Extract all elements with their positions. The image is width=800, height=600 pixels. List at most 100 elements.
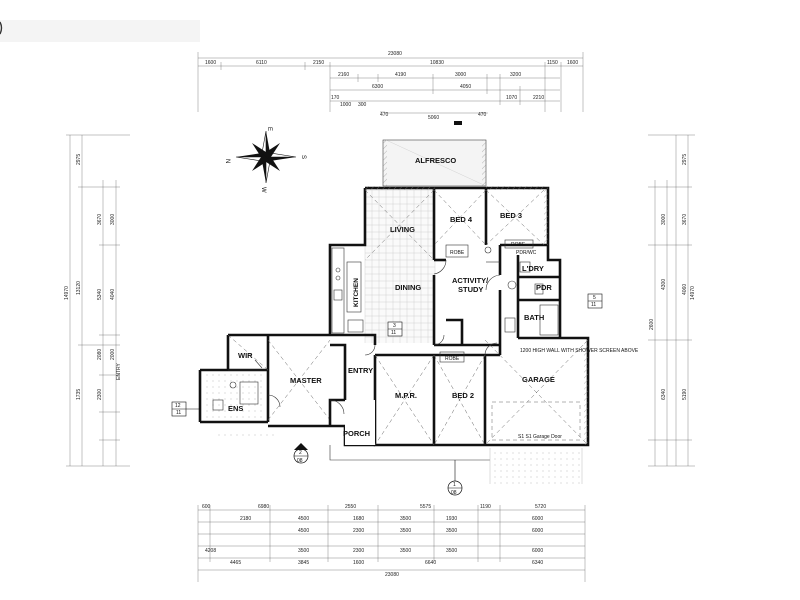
dim-top-r4-6: 470	[478, 112, 487, 118]
dim-bot-3: 2550	[345, 504, 356, 510]
dim-top-r4-3: 300	[358, 102, 367, 108]
dim-bot-r4-6: 6000	[532, 548, 543, 554]
section-marker-3: 3 11	[387, 321, 403, 337]
dim-top-1: 1600	[205, 60, 216, 66]
dim-bot-r2-2: 4500	[298, 516, 309, 522]
marker-3-bottom: 11	[391, 330, 396, 336]
main-building: KITCHEN ROBE ROBE ROBE PDR/WC S1 S1	[267, 186, 639, 461]
pdr-note: PDR/WC	[516, 250, 537, 256]
dim-left-6: 4040	[110, 289, 116, 300]
dim-bot-r2-6: 6000	[532, 516, 543, 522]
garage-wall-note: 1200 HIGH WALL WITH SHOWER SCREEN ABOVE	[520, 348, 639, 354]
dim-top-3: 2150	[313, 60, 324, 66]
dim-top-r4-5: 5060	[428, 115, 439, 121]
dim-top-6: 1600	[567, 60, 578, 66]
room-label-kitchen: KITCHEN	[353, 278, 360, 307]
room-label-ens: ENS	[228, 404, 243, 413]
door-swings	[267, 259, 501, 415]
room-label-activity-2: STUDY	[458, 285, 483, 294]
dim-right-3: 4060	[682, 284, 688, 295]
room-label-dining: DINING	[395, 283, 421, 292]
dim-bot-r3-3: 3500	[400, 528, 411, 534]
room-label-pdr: PDR	[536, 283, 552, 292]
dim-bot-r5-1: 4465	[230, 560, 241, 566]
dim-left-4: 5340	[97, 289, 103, 300]
left-dimension-lines	[66, 134, 130, 467]
robe-label-1: ROBE	[450, 250, 465, 256]
dim-right-5: 4300	[661, 279, 667, 290]
room-label-porch: PORCH	[343, 429, 370, 438]
dim-left-5: 3000	[110, 214, 116, 225]
room-label-master: MASTER	[290, 376, 322, 385]
dim-bot-2: 6980	[258, 504, 269, 510]
dim-bot-r3-5: 6000	[532, 528, 543, 534]
dim-bot-6: 5720	[535, 504, 546, 510]
marker-3-top: 3	[393, 323, 396, 329]
dim-bot-r2-5: 1930	[446, 516, 457, 522]
marker-2-bottom: 08	[297, 458, 303, 464]
dim-bot-r4-2: 3500	[298, 548, 309, 554]
dim-left-1: 2975	[76, 154, 82, 165]
compass-e: E	[266, 127, 272, 131]
marker-1-bottom: 08	[451, 490, 457, 496]
bottom-dimension-lines	[197, 505, 586, 582]
dim-bot-r2-4: 3500	[400, 516, 411, 522]
dim-top-r4-1: 170	[331, 95, 340, 101]
compass-s: S	[300, 155, 306, 159]
dim-bot-r2-3: 1680	[353, 516, 364, 522]
room-label-alfresco: ALFRESCO	[415, 156, 456, 165]
dim-right-1: 2975	[682, 154, 688, 165]
dim-right-6: 6340	[661, 389, 667, 400]
dim-top-r3-3: 1070	[506, 95, 517, 101]
dim-bot-r5-4: 6640	[425, 560, 436, 566]
dim-left-10: 2300	[97, 389, 103, 400]
dim-left-9: 1735	[76, 389, 82, 400]
robe-label-3: ROBE	[445, 356, 460, 362]
room-label-ldry: L'DRY	[522, 264, 544, 273]
dim-bot-r2-1: 2180	[240, 516, 251, 522]
section-marker-5: 12 11	[171, 401, 200, 417]
dim-right-total: 14970	[690, 286, 696, 300]
dim-bot-r3-1: 4500	[298, 528, 309, 534]
dim-bot-r3-2: 2300	[353, 528, 364, 534]
marker-5-top: 12	[175, 403, 181, 409]
alfresco-area: ALFRESCO	[382, 121, 487, 187]
garage-door-note: S1 S1 Garage Door	[518, 434, 562, 440]
dim-bot-r4-5: 3500	[446, 548, 457, 554]
compass-w: W	[260, 187, 266, 193]
marker-4-bottom: 11	[591, 302, 596, 308]
dim-bot-r3-4: 3500	[446, 528, 457, 534]
left-dimension-text: 14970 2975 13120 3670 5340 3000 4040 208…	[64, 154, 122, 400]
dim-bot-4: 5575	[420, 504, 431, 510]
dim-right-4: 3000	[661, 214, 667, 225]
dim-bot-r5-2: 3845	[298, 560, 309, 566]
dim-top-r2-2: 4190	[395, 72, 406, 78]
dim-bot-r4-4: 3500	[400, 548, 411, 554]
dim-bot-r4-3: 2300	[353, 548, 364, 554]
dim-left-entry: ENTRY	[116, 362, 122, 380]
dim-top-r3-1: 6300	[372, 84, 383, 90]
right-dimension-lines	[648, 134, 695, 467]
room-label-activity-1: ACTIVITY/	[452, 276, 489, 285]
right-dimension-text: 14970 2975 3670 4060 3000 4300 6340 5190…	[649, 154, 696, 400]
robe-label-2: ROBE	[511, 242, 526, 248]
dim-top-total: 23080	[388, 51, 402, 57]
section-marker-4: 5 11	[587, 293, 603, 309]
section-marker-1: 1 08	[447, 460, 463, 496]
compass-n: N	[224, 159, 230, 163]
dim-top-2: 6110	[256, 60, 267, 66]
dim-top-r2-1: 2160	[338, 72, 349, 78]
dim-top-r2-3: 3000	[455, 72, 466, 78]
dim-left-8: 2000	[110, 349, 116, 360]
dim-top-r2-4: 3200	[510, 72, 521, 78]
marker-4-top: 5	[593, 295, 596, 301]
dim-bot-5: 1190	[480, 504, 491, 510]
dim-top-5: 1150	[547, 60, 558, 66]
marker-5-bottom: 11	[176, 410, 181, 416]
dim-left-total: 14970	[64, 286, 70, 300]
dim-left-7: 2080	[97, 349, 103, 360]
top-dimension-lines	[197, 52, 584, 114]
dim-right-2: 3670	[682, 214, 688, 225]
master-wing: WIR MASTER ENS	[198, 333, 331, 428]
